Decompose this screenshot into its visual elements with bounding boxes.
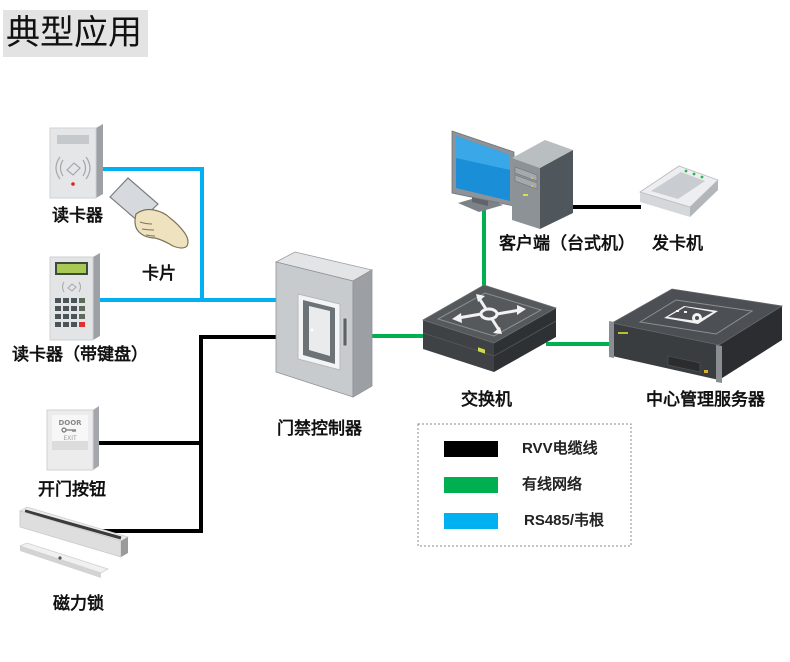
magnetic-lock-label: 磁力锁	[53, 594, 104, 613]
keypad-reader-icon	[49, 253, 100, 341]
legend-label-rvv: RVV电缆线	[522, 440, 598, 457]
title-background	[3, 10, 148, 57]
card-in-hand-icon	[109, 177, 189, 249]
server-icon	[609, 288, 784, 383]
access-controller-icon	[274, 251, 374, 398]
server-label: 中心管理服务器	[646, 390, 765, 409]
legend	[417, 423, 632, 547]
tower-icon	[512, 140, 573, 229]
legend-swatch-network	[444, 477, 498, 493]
rvv-cable-lines	[96, 205, 641, 533]
client-pc-icon	[451, 130, 573, 229]
switch-arrows-icon	[456, 296, 522, 332]
network-switch-icon	[422, 284, 557, 372]
exit-text: EXIT	[63, 435, 77, 442]
switch-label: 交换机	[461, 390, 512, 409]
keypad-reader-label: 读卡器（带键盘）	[12, 345, 148, 364]
exit-button-icon: DOOR EXIT	[46, 406, 99, 471]
magnetic-lock-icon	[18, 506, 130, 578]
card-reader-label: 读卡器	[52, 206, 103, 225]
rs485-wiegand-lines	[97, 167, 277, 302]
keypad-keys	[55, 298, 85, 327]
legend-swatch-rs485	[444, 513, 498, 529]
legend-label-network: 有线网络	[522, 476, 583, 493]
card-reader-icon	[49, 124, 103, 199]
exit-button-label: 开门按钮	[38, 480, 106, 499]
monitor-icon	[451, 130, 515, 212]
line-controller-to-lock	[96, 335, 277, 533]
legend-swatch-rvv	[444, 441, 498, 457]
legend-label-rs485: RS485/韦根	[524, 512, 605, 529]
controller-label: 门禁控制器	[277, 419, 362, 438]
network-lines	[372, 208, 614, 346]
door-text: DOOR	[58, 419, 82, 427]
card-issuer-icon	[639, 165, 719, 217]
client-pc-label: 客户端（台式机）	[499, 234, 635, 253]
card-label: 卡片	[142, 264, 176, 283]
card-issuer-label: 发卡机	[652, 234, 703, 253]
line-card-reader-to-controller	[97, 167, 204, 300]
page-title: 典型应用	[6, 13, 142, 53]
key-icon	[61, 427, 76, 433]
